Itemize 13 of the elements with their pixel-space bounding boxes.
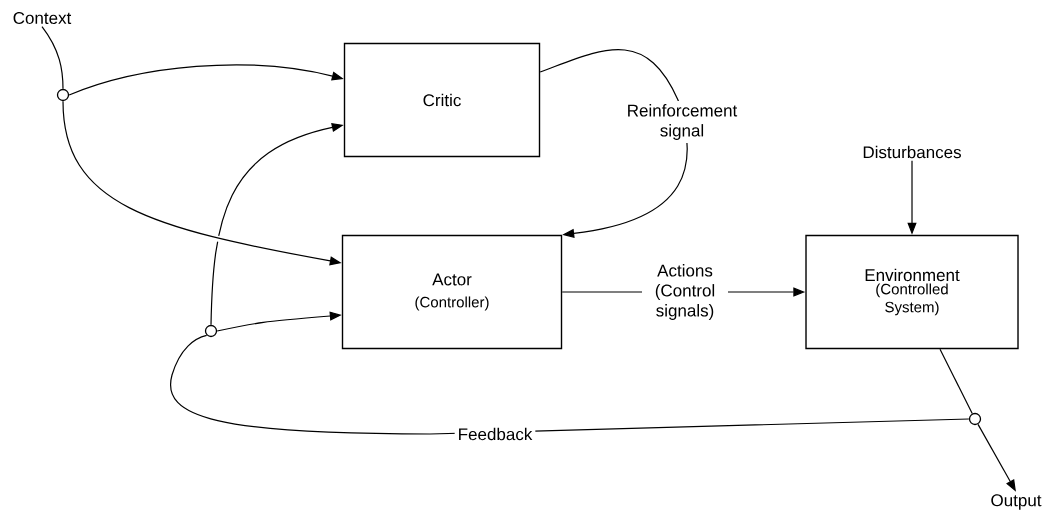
connector-line (939, 348, 973, 415)
process-box: Environment (Controlled System) (805, 234, 1019, 350)
arrow (539, 49, 688, 239)
connector-line (169, 334, 970, 435)
signal-label: Output (991, 494, 1042, 510)
edge-label: Reinforcement signal (616, 101, 748, 143)
signal-label: Disturbances (863, 145, 961, 159)
process-box: Actor (Controller) (341, 234, 563, 350)
connector-line (41, 26, 64, 90)
edge-label: Actions (Control signals) (642, 261, 728, 323)
process-box: Critic (343, 42, 541, 158)
signal-label: Context (13, 12, 72, 25)
edge-label: Feedback (454, 424, 536, 444)
